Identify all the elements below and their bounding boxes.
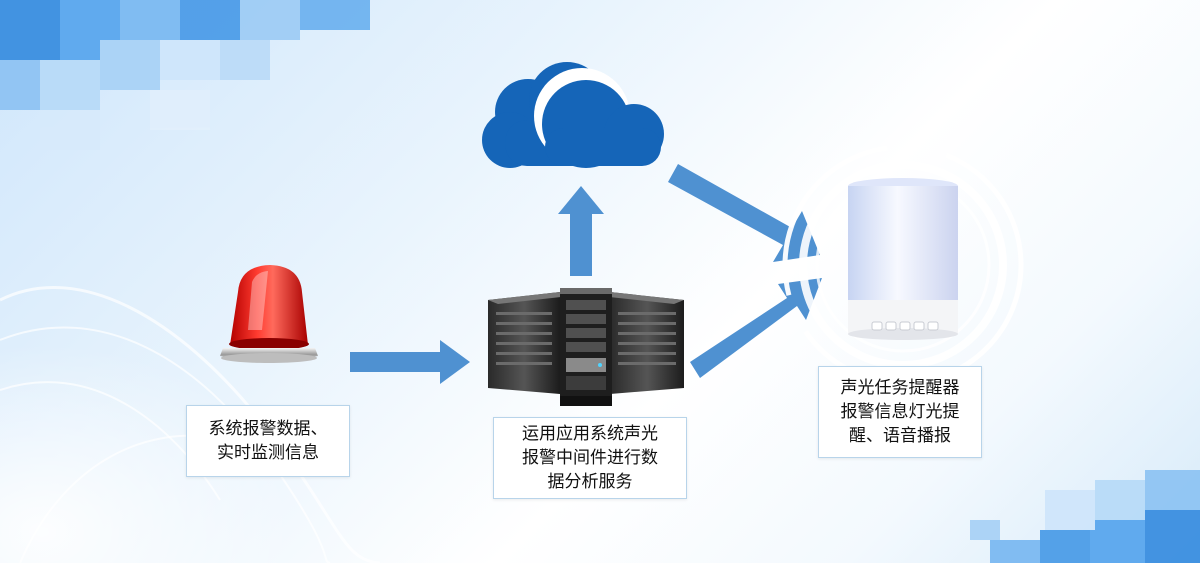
server-caption-line-1: 运用应用系统声光 [522, 424, 658, 444]
top-left-tiles [0, 0, 370, 150]
reminder-caption-line-1: 声光任务提醒器 [840, 378, 960, 398]
smart-lamp-speaker-icon [848, 178, 958, 340]
alarm-caption-line-1: 系统报警数据、 [208, 419, 328, 439]
reminder-caption-line-2: 报警信息灯光提 [840, 402, 960, 422]
arrow-server-to-cloud [558, 186, 604, 276]
reminder-caption-line-3: 醒、语音播报 [849, 426, 951, 446]
alarm-caption: 系统报警数据、 实时监测信息 [186, 405, 350, 477]
alarm-caption-line-2: 实时监测信息 [217, 443, 319, 463]
bottom-right-tiles [970, 470, 1200, 563]
arrow-server-to-reminder [690, 278, 822, 378]
arrow-cloud-to-reminder [668, 164, 820, 262]
server-caption: 运用应用系统声光 报警中间件进行数 据分析服务 [493, 417, 687, 499]
alarm-beacon-icon [220, 265, 318, 363]
server-caption-line-2: 报警中间件进行数 [522, 448, 658, 468]
server-caption-line-3: 据分析服务 [547, 472, 633, 492]
reminder-caption: 声光任务提醒器 报警信息灯光提 醒、语音播报 [818, 366, 982, 458]
server-rack-icon [488, 288, 684, 406]
arrow-alarm-to-server [350, 340, 470, 384]
cloud-icon [482, 62, 664, 168]
